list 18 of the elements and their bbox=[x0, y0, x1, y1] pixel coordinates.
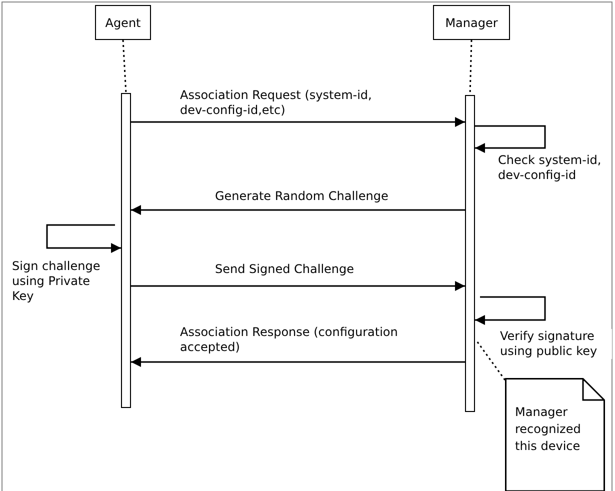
self-message-arrow bbox=[475, 296, 546, 325]
message-label: Verify signature using public key bbox=[500, 329, 612, 359]
message-label: Send Signed Challenge bbox=[215, 262, 354, 277]
activation-bar bbox=[465, 95, 475, 412]
self-message-arrow bbox=[46, 224, 121, 253]
message-label: Generate Random Challenge bbox=[215, 189, 388, 204]
self-message-arrow bbox=[475, 125, 546, 153]
message-arrow bbox=[131, 357, 465, 367]
note-connector bbox=[475, 340, 506, 380]
message-arrow bbox=[131, 117, 465, 127]
lifeline bbox=[122, 40, 127, 94]
note-text: Manager recognized this device bbox=[515, 404, 582, 455]
message-arrow bbox=[131, 281, 465, 291]
participant-box: Manager bbox=[433, 5, 510, 40]
message-arrow bbox=[131, 205, 465, 215]
note bbox=[505, 378, 605, 491]
activation-bar bbox=[121, 93, 131, 408]
participant-box: Agent bbox=[95, 5, 151, 40]
